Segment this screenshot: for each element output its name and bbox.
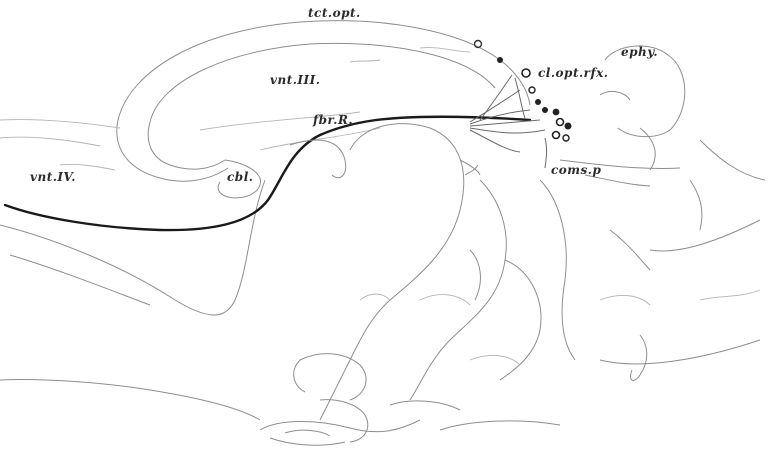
label-cerebellum: cbl. [227,170,253,184]
label-ventricle-iii: vnt.III. [270,73,320,87]
lower-structure-outlines [0,124,765,446]
cerebellum-outline [0,180,265,315]
epiphysis-outline [600,46,685,170]
ventricle-iii-lines [200,48,470,150]
label-commissura-posterior: coms.p [551,163,601,177]
cell-bodies [475,41,572,142]
fiber-tract-line [5,117,530,230]
label-fiber-tract: fbr.R. [313,113,353,127]
cell-body [553,109,560,116]
cell-body [553,132,560,139]
ventricle-iv-lines [0,119,120,170]
tectum-outline [117,21,530,198]
cell-body [529,87,535,93]
cell-body [522,69,530,77]
cell-body [565,123,572,130]
label-ventricle-iv: vnt.IV. [30,170,76,184]
label-cl-opt-rfx: cl.opt.rfx. [538,66,608,80]
cell-body [497,57,503,63]
cell-body [535,99,541,105]
cell-body [557,119,564,126]
cell-body [563,135,569,141]
label-tectum-opticum: tct.opt. [308,6,361,20]
background-hatching [360,290,760,365]
cell-body [542,107,548,113]
label-epiphysis: ephy. [621,45,658,59]
